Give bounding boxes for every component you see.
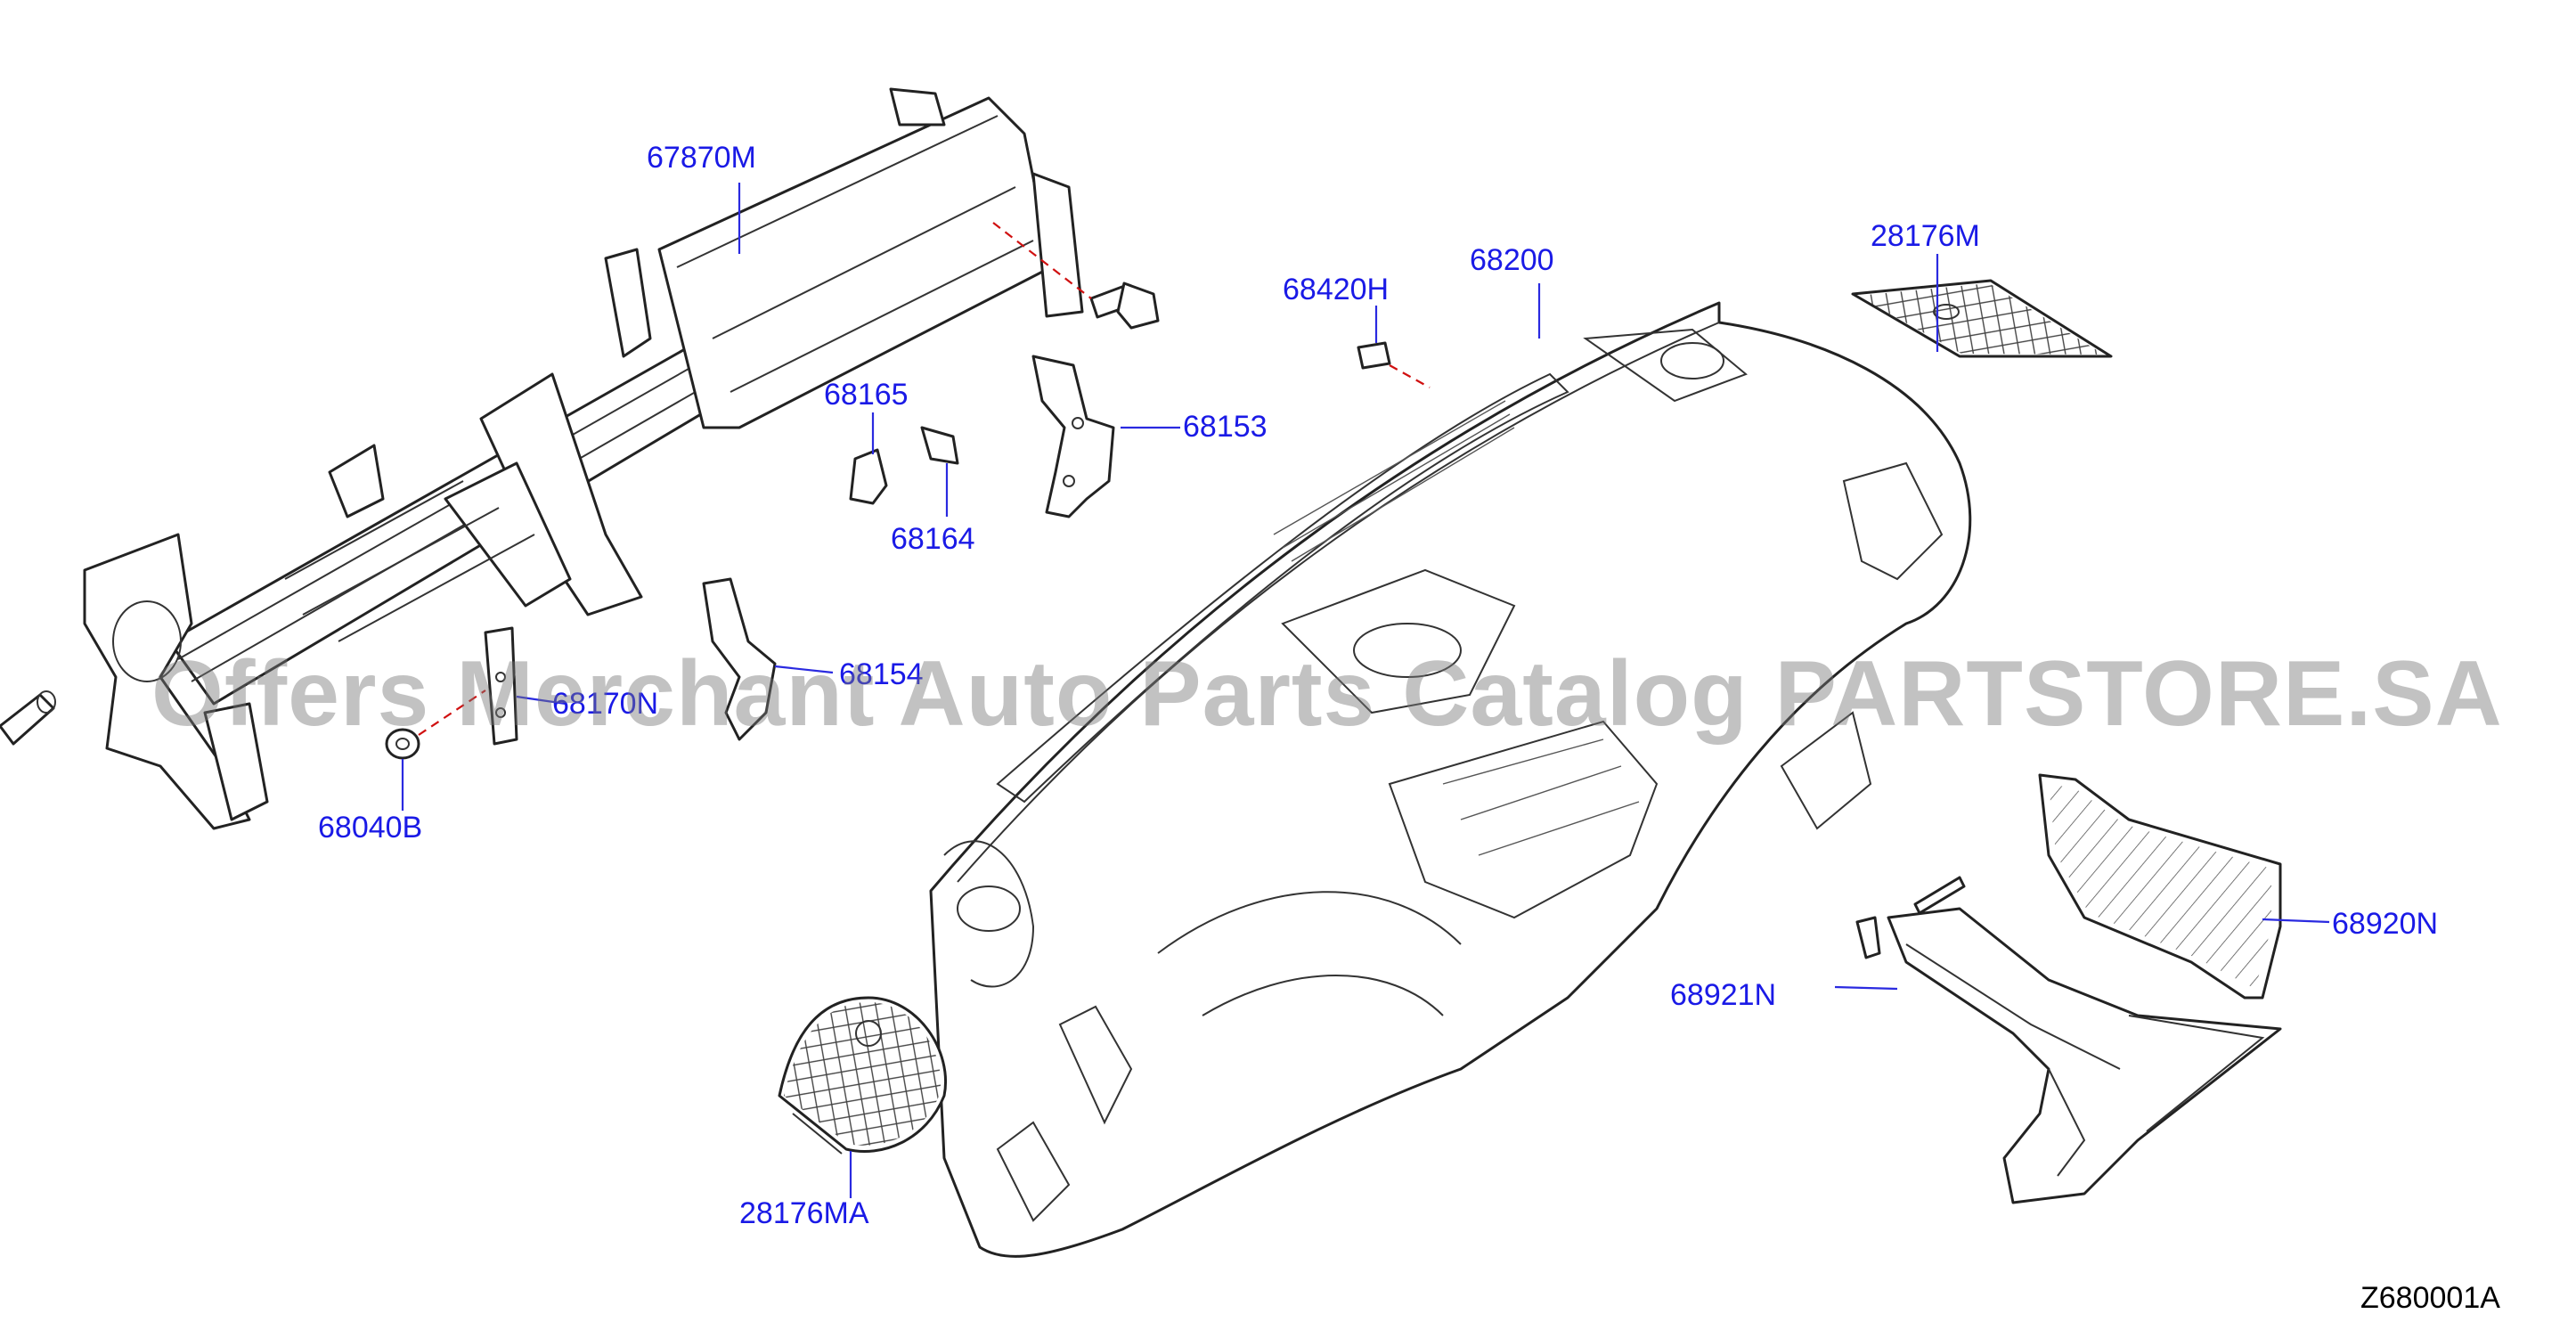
diagram-reference-code: Z680001A: [2360, 1281, 2500, 1315]
instrument-panel-68200: [929, 301, 1972, 1258]
bolt: [992, 222, 1160, 330]
damper-rod: [1913, 876, 1966, 915]
callout-68921N: 68921N: [1670, 978, 1777, 1012]
speaker-grille-28176MA: [778, 996, 947, 1155]
leader-lines: [401, 183, 2330, 1198]
callout-68164: 68164: [891, 522, 975, 556]
callout-68170N: 68170N: [552, 687, 659, 721]
screw: [1855, 916, 1881, 959]
callout-67870M: 67870M: [647, 141, 756, 175]
bracket-68165: [849, 448, 888, 505]
callout-68154: 68154: [839, 657, 924, 691]
glove-box-68921N: [1887, 907, 2282, 1204]
callout-28176M: 28176M: [1871, 219, 1980, 253]
callout-68420H: 68420H: [1283, 273, 1390, 306]
callout-28176MA: 28176MA: [739, 1196, 869, 1230]
clip-68420H: [1357, 341, 1431, 388]
callout-68153: 68153: [1183, 410, 1268, 444]
callout-68165: 68165: [824, 378, 909, 412]
bracket-68154: [702, 577, 777, 741]
cross-car-beam-67870M: [83, 87, 1084, 830]
watermark: Offers Merchant Auto Parts Catalog PARTS…: [151, 642, 2503, 746]
callout-68200: 68200: [1470, 243, 1554, 277]
speaker-grille-28176M: [1851, 279, 2113, 358]
nut-68040B: [385, 690, 486, 760]
steering-shaft: [0, 690, 56, 746]
bracket-68164: [920, 426, 959, 465]
bracket-68153: [1031, 355, 1115, 518]
callout-68920N: 68920N: [2332, 907, 2439, 941]
glove-box-lid-68920N: [2038, 773, 2282, 1000]
bracket-68170N: [484, 626, 518, 746]
callout-68040B: 68040B: [318, 811, 423, 845]
